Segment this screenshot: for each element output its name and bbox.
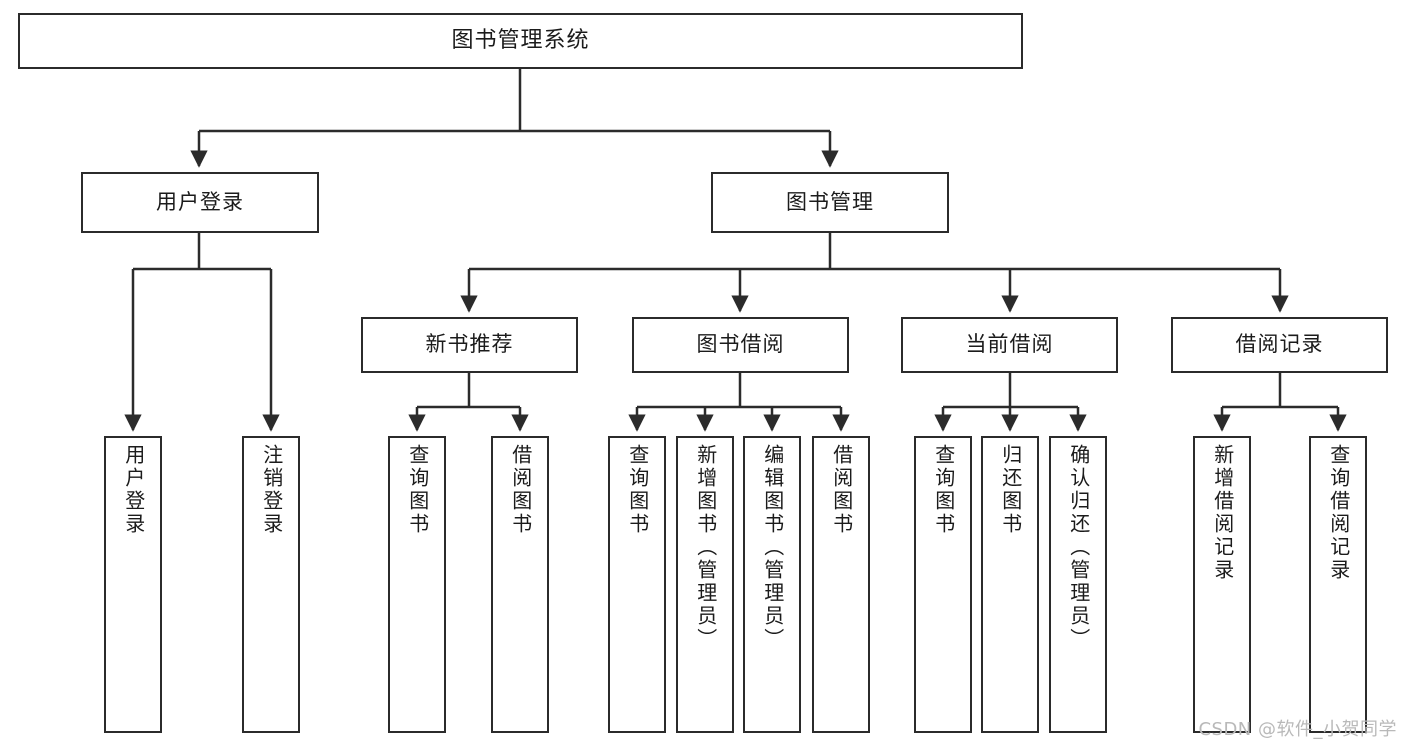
leaf-return-book[interactable]: 归还图书 (981, 436, 1039, 733)
leaf-query-book-1[interactable]: 查询图书 (388, 436, 446, 733)
node-label: 用户登录 (121, 444, 146, 536)
node-label: 借阅记录 (1235, 332, 1324, 357)
leaf-user-login[interactable]: 用户登录 (104, 436, 162, 733)
leaf-edit-book[interactable]: 编辑图书（管理员） (743, 436, 801, 733)
node-label: 用户登录 (156, 189, 244, 214)
node-book-management[interactable]: 图书管理 (711, 172, 949, 233)
node-label: 新增图书（管理员） (693, 444, 718, 651)
node-label: 查询图书 (405, 444, 430, 536)
node-label: 借阅图书 (829, 444, 854, 536)
leaf-query-book-3[interactable]: 查询图书 (914, 436, 972, 733)
node-root-book-management-system[interactable]: 图书管理系统 (18, 13, 1023, 69)
node-new-book-recommend[interactable]: 新书推荐 (361, 317, 578, 373)
leaf-logout-login[interactable]: 注销登录 (242, 436, 300, 733)
node-label: 归还图书 (998, 444, 1023, 536)
node-label: 注销登录 (259, 444, 284, 536)
leaf-query-book-2[interactable]: 查询图书 (608, 436, 666, 733)
node-label: 新增借阅记录 (1210, 444, 1235, 582)
node-label: 图书借阅 (696, 332, 785, 357)
node-user-login[interactable]: 用户登录 (81, 172, 319, 233)
node-borrow-record[interactable]: 借阅记录 (1171, 317, 1388, 373)
node-book-borrow[interactable]: 图书借阅 (632, 317, 849, 373)
leaf-add-record[interactable]: 新增借阅记录 (1193, 436, 1251, 733)
node-label: 查询图书 (625, 444, 650, 536)
node-current-borrow[interactable]: 当前借阅 (901, 317, 1118, 373)
leaf-borrow-book-2[interactable]: 借阅图书 (812, 436, 870, 733)
leaf-add-book[interactable]: 新增图书（管理员） (676, 436, 734, 733)
node-label: 新书推荐 (425, 332, 514, 357)
node-label: 确认归还（管理员） (1066, 444, 1091, 651)
node-label: 编辑图书（管理员） (760, 444, 785, 651)
node-label: 图书管理 (786, 189, 874, 214)
node-label: 图书管理系统 (451, 27, 590, 53)
leaf-query-record[interactable]: 查询借阅记录 (1309, 436, 1367, 733)
csdn-watermark: CSDN @软件_小贺同学 (1198, 719, 1397, 740)
leaf-confirm-return[interactable]: 确认归还（管理员） (1049, 436, 1107, 733)
node-label: 查询借阅记录 (1326, 444, 1351, 582)
node-label: 借阅图书 (508, 444, 533, 536)
node-label: 当前借阅 (965, 332, 1054, 357)
leaf-borrow-book-1[interactable]: 借阅图书 (491, 436, 549, 733)
node-label: 查询图书 (931, 444, 956, 536)
